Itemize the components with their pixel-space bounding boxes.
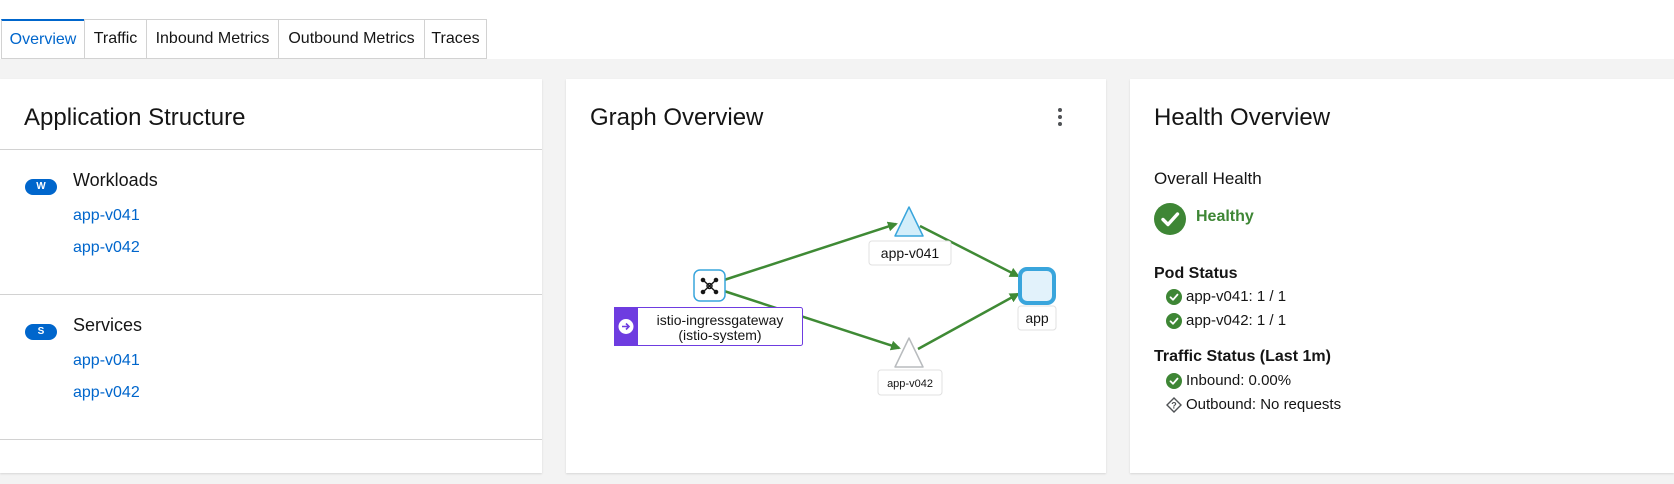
pod-status-app-v042: app-v042: 1 / 1 <box>1186 312 1287 329</box>
pod-status-label: Pod Status <box>1154 265 1238 282</box>
overall-health-label: Overall Health <box>1154 169 1262 188</box>
no-requests-icon: ? <box>1166 397 1182 413</box>
tab-outbound-metrics[interactable]: Outbound Metrics <box>278 19 425 59</box>
pod-v042-check-icon <box>1166 313 1182 329</box>
service-link-app-v042[interactable]: app-v042 <box>73 384 140 401</box>
application-structure-card: Application Structure W Workloads app-v0… <box>0 79 542 473</box>
services-title: Services <box>73 315 143 335</box>
workloads-title: Workloads <box>73 170 158 190</box>
workload-link-app-v041[interactable]: app-v041 <box>73 207 140 224</box>
graph-overview-card: Graph Overview <box>566 79 1106 473</box>
divider <box>0 439 542 440</box>
outbound-traffic-status: Outbound: No requests <box>1186 396 1342 413</box>
application-structure-title: Application Structure <box>24 104 246 131</box>
tab-traffic[interactable]: Traffic <box>84 19 147 59</box>
divider <box>0 294 542 295</box>
workloads-badge: W <box>25 179 57 195</box>
workload-link-app-v042[interactable]: app-v042 <box>73 239 140 256</box>
tab-bar: Overview Traffic Inbound Metrics Outboun… <box>0 0 1674 59</box>
graph-overview-title: Graph Overview <box>590 104 764 131</box>
tab-overview[interactable]: Overview <box>1 19 85 59</box>
divider <box>0 149 542 150</box>
overall-health-value: Healthy <box>1196 208 1254 225</box>
service-link-app-v041[interactable]: app-v041 <box>73 352 140 369</box>
health-overview-card: Health Overview Overall Health Healthy P… <box>1130 79 1674 473</box>
traffic-status-label: Traffic Status (Last 1m) <box>1154 348 1331 365</box>
inbound-check-icon <box>1166 373 1182 389</box>
kebab-menu-icon[interactable] <box>1056 108 1064 126</box>
pod-status-app-v041: app-v041: 1 / 1 <box>1186 288 1287 305</box>
pod-v041-check-icon <box>1166 289 1182 305</box>
healthy-check-icon <box>1154 203 1186 235</box>
services-badge: S <box>25 324 57 340</box>
tab-traces[interactable]: Traces <box>424 19 487 59</box>
inbound-traffic-status: Inbound: 0.00% <box>1186 372 1292 389</box>
health-overview-title: Health Overview <box>1154 104 1331 131</box>
svg-text:?: ? <box>1171 401 1177 411</box>
tab-inbound-metrics[interactable]: Inbound Metrics <box>146 19 279 59</box>
